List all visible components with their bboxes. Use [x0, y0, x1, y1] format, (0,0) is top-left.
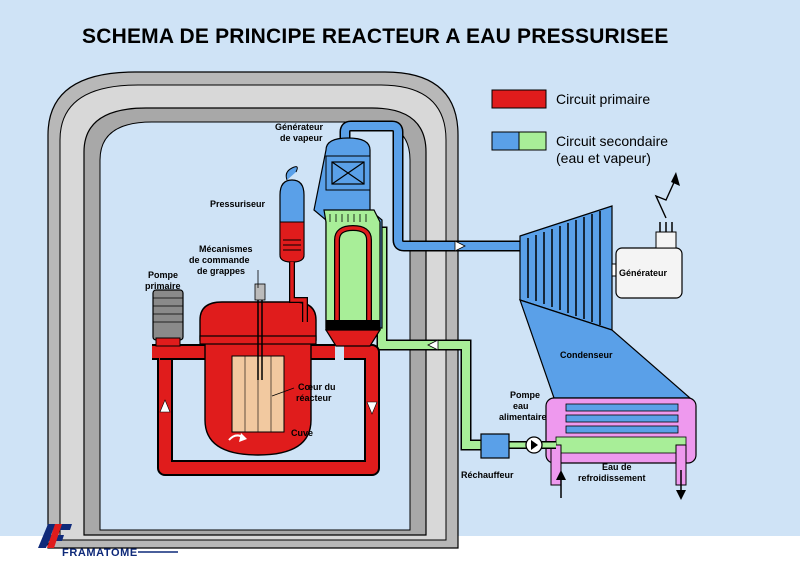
- control-rod-mechanism: [254, 283, 266, 301]
- framatome-logo: FRAMATOME: [38, 524, 178, 559]
- condenser-tube-3: [565, 425, 679, 434]
- generator-terminal: [655, 231, 677, 249]
- vessel-flow-arrowhead: [239, 433, 247, 442]
- label-mecanismes-1: Mécanismes: [199, 244, 253, 254]
- pump-motor-fins: [153, 297, 183, 323]
- cooling-outlet-arrow: [676, 490, 686, 500]
- condenser-tube-2: [565, 414, 679, 423]
- turbine-blades: [527, 211, 601, 325]
- lightning-arrow-icon: [671, 172, 680, 186]
- core-leader-line: [271, 387, 295, 397]
- sg-water-box: [324, 329, 382, 347]
- label-condenseur: Condenseur: [560, 350, 613, 360]
- lightning-icon: [654, 177, 677, 219]
- logo-mark-stripe: [47, 524, 62, 548]
- label-pompe-primaire-2: primaire: [145, 281, 181, 291]
- primary-pump-casing: [155, 337, 181, 347]
- pressurizer-water: [279, 221, 305, 263]
- label-generateur: Générateur: [619, 268, 668, 278]
- label-coeur-1: Cœur du: [298, 382, 336, 392]
- separator-icon: [331, 161, 365, 185]
- logo-text: FRAMATOME: [62, 547, 138, 559]
- legend-primary-swatch: [491, 89, 547, 109]
- primary-flow-arrow-up: [159, 399, 171, 413]
- label-eau-refroid-2: refroidissement: [578, 473, 646, 483]
- label-gv-2: de vapeur: [280, 133, 323, 143]
- pressurizer-heaters: [283, 239, 301, 251]
- label-pompe-primaire-1: Pompe: [148, 270, 178, 280]
- legend-secondary-steam-swatch: [491, 131, 520, 151]
- label-cuve: Cuve: [291, 428, 313, 438]
- legend-secondary-water-swatch: [518, 131, 547, 151]
- label-coeur-2: réacteur: [296, 393, 332, 403]
- steam-line: [341, 122, 520, 250]
- cooling-inlet-arrow: [556, 470, 566, 480]
- pressurizer-line: [290, 262, 307, 322]
- diagram-title: SCHEMA DE PRINCIPE REACTEUR A EAU PRESSU…: [82, 25, 669, 48]
- sg-tube-plate: [329, 214, 367, 222]
- label-gv-1: Générateur: [275, 122, 324, 132]
- primary-flow-arrow-down: [366, 401, 378, 415]
- label-pompe-eau-2: eau: [513, 401, 529, 411]
- electric-generator: [615, 247, 683, 299]
- label-pressuriseur: Pressuriseur: [210, 199, 266, 209]
- generator-terminal-pins: [659, 222, 673, 232]
- condenser-hotwell: [555, 436, 687, 454]
- u-tubes: [335, 226, 371, 320]
- legend-secondary-label-1: Circuit secondaire: [556, 133, 668, 149]
- label-mecanismes-2: de commande: [189, 255, 250, 265]
- legend-primary-label: Circuit primaire: [556, 91, 650, 107]
- feedwater-pump-arrow-icon: [531, 440, 538, 450]
- feedwater-heater: [480, 433, 510, 459]
- condenser-tube-1: [565, 403, 679, 412]
- spray-nozzle: [285, 166, 298, 181]
- label-mecanismes-3: de grappes: [197, 266, 245, 276]
- primary-pump-motor: [152, 289, 184, 341]
- label-rechauffeur: Réchauffeur: [461, 470, 514, 480]
- legend-secondary-label-2: (eau et vapeur): [556, 150, 651, 166]
- sg-tube-sheet: [326, 320, 380, 330]
- feedwater-flow-arrow: [427, 339, 439, 351]
- label-pompe-eau-3: alimentaire: [499, 412, 547, 422]
- steam-flow-arrow: [454, 240, 466, 252]
- label-eau-refroid-1: Eau de: [602, 462, 632, 472]
- label-pompe-eau-1: Pompe: [510, 390, 540, 400]
